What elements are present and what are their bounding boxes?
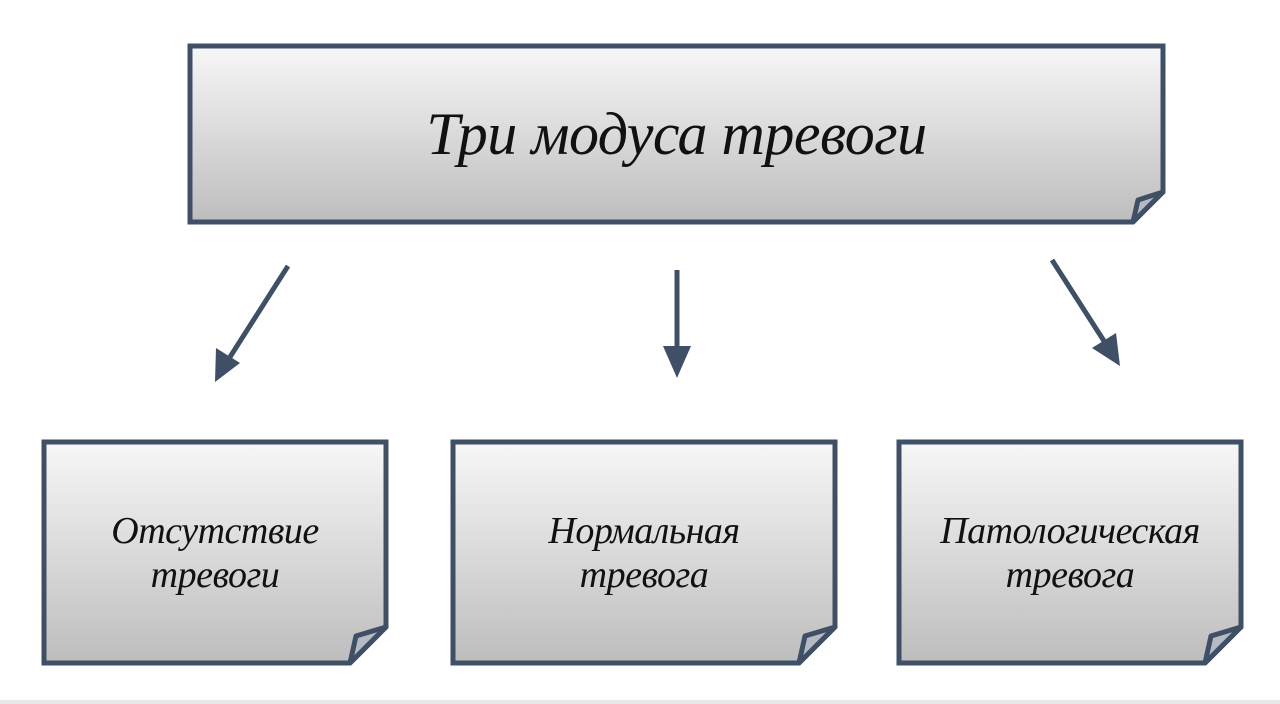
box-normal [450, 439, 838, 666]
bottom-divider [0, 700, 1280, 704]
folded-corner-icon [796, 624, 838, 666]
box-line1: Отсутствие [111, 509, 319, 552]
box-absence [41, 439, 389, 666]
folded-corner-icon [1202, 624, 1244, 666]
box-line1: Патологическая [940, 509, 1200, 552]
folded-corner-icon [1130, 189, 1166, 225]
box-line2: тревога [1005, 553, 1135, 596]
folded-corner-icon [347, 624, 389, 666]
arrowhead-icon [1092, 333, 1120, 366]
box-line2: тревоги [150, 553, 280, 596]
arrow-right [1049, 258, 1107, 343]
arrowhead-icon [663, 346, 691, 378]
arrowhead-icon [215, 348, 240, 382]
title-box [187, 43, 1166, 225]
arrow-left [227, 264, 291, 359]
box-line2: тревога [579, 553, 709, 596]
box-line1: Нормальная [548, 509, 740, 552]
box-pathological [896, 439, 1244, 666]
diagram-title: Три модуса тревоги [426, 100, 927, 167]
